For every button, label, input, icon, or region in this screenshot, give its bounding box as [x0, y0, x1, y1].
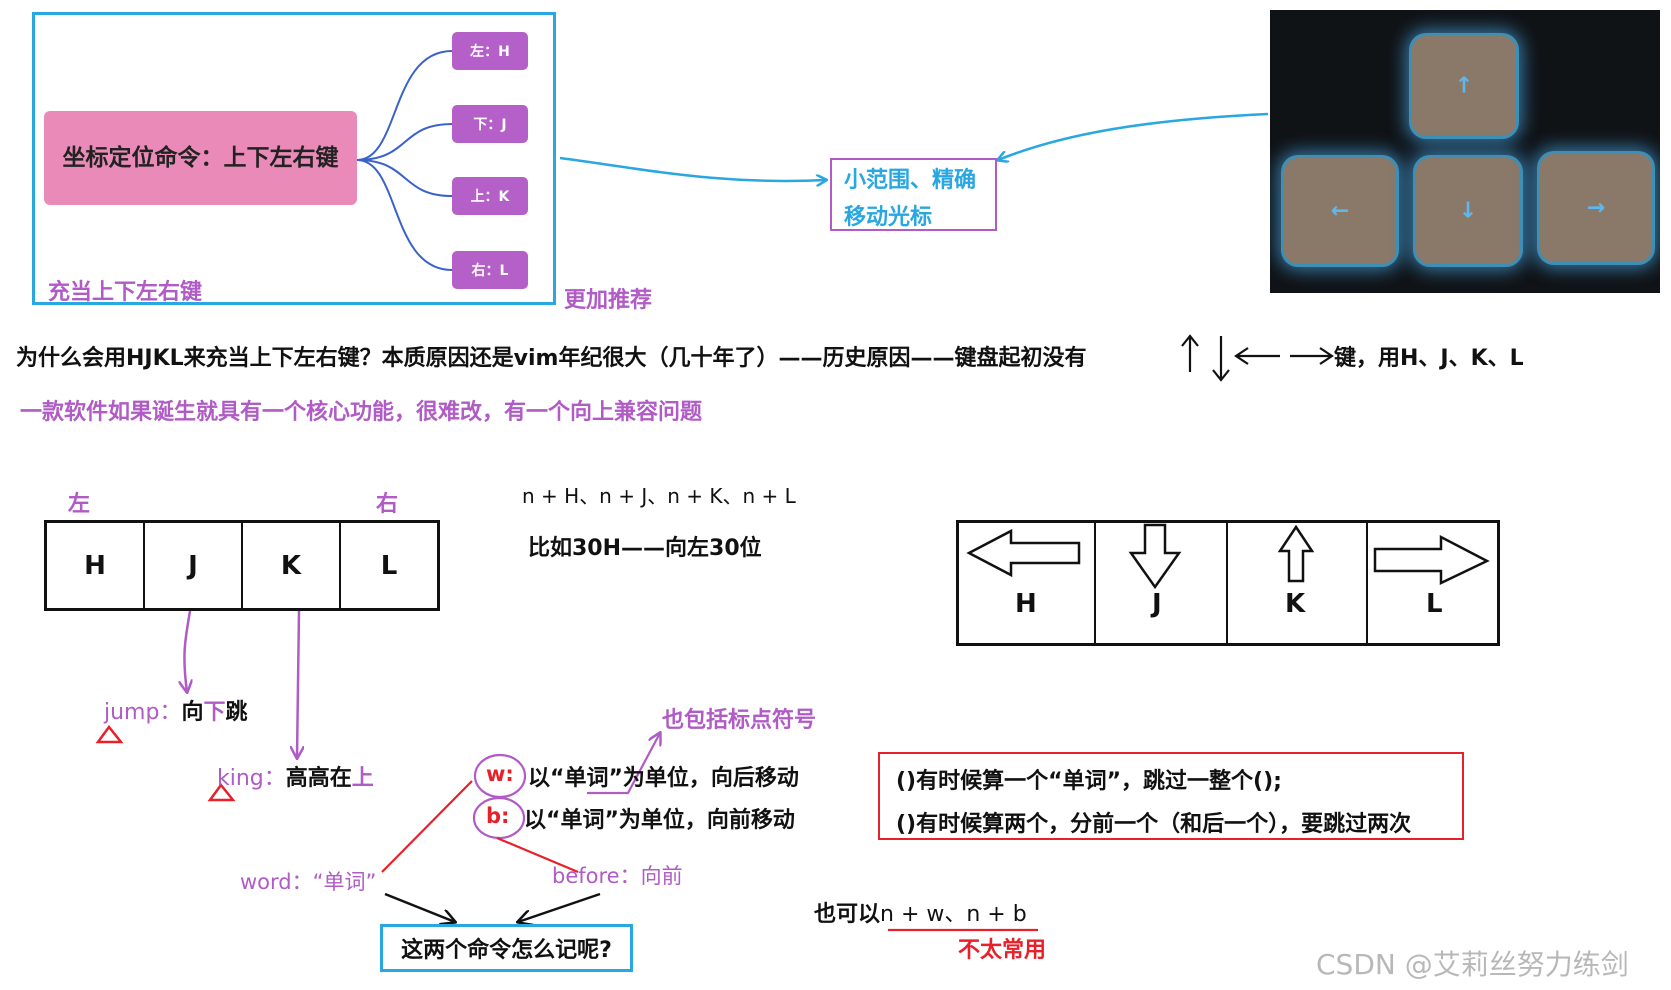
mindmap-leaf-up: 上：K	[452, 177, 528, 215]
count-words-line: 也可以n + w、n + b	[814, 896, 1027, 928]
range-box: 小范围、精确 移动光标	[830, 158, 997, 231]
arrow-table-j: J	[1152, 589, 1162, 619]
mindmap-root: 坐标定位命令：上下左右键	[44, 111, 357, 205]
arrow-k-to-king	[297, 611, 299, 758]
king-meaning-1: 高高在	[286, 766, 352, 791]
arrow-left-icon: ←	[1284, 199, 1396, 224]
hjkl-key-j: J	[145, 523, 243, 608]
compat-line: 一款软件如果诞生就具有一个核心功能，很难改，有一个向上兼容问题	[20, 394, 702, 426]
hjkl-key-row: H J K L	[44, 520, 440, 611]
arrow-right-icon: →	[1540, 196, 1652, 221]
arrow-table-k: K	[1285, 589, 1305, 619]
mindmap-caption: 充当上下左右键	[48, 274, 202, 306]
why-line: 为什么会用HJKL来充当上下左右键？本质原因还是vim年纪很大（几十年了）——历…	[16, 340, 1086, 372]
before-label: before：向前	[552, 860, 683, 890]
king-word: king：	[217, 766, 286, 791]
hjkl-key-k: K	[243, 523, 341, 608]
jump-meaning-1: 向	[181, 700, 203, 725]
arrow-photo-to-range	[998, 114, 1268, 160]
punct-note: 也包括标点符号	[662, 702, 816, 734]
key-up: ↑	[1412, 36, 1516, 136]
w-description: 以“单词”为单位，向后移动	[528, 760, 799, 792]
why-line-tail: 键，用H、J、K、L	[1334, 340, 1524, 372]
king-mnemonic: king：高高在上	[217, 760, 374, 792]
down-arrow-icon	[1131, 525, 1179, 587]
recommend-label: 更加推荐	[564, 282, 652, 314]
mindmap-leaf-left: 左：H	[452, 32, 528, 70]
hjkl-right-label: 右	[376, 486, 398, 518]
hjkl-key-l: L	[341, 523, 437, 608]
up-arrow-icon	[1280, 527, 1312, 581]
paren-note-line-2: ()有时候算两个，分前一个（和后一个），要跳过两次	[896, 803, 1446, 846]
count-prefix-line: n + H、n + J、n + K、n + L	[522, 480, 796, 509]
count-words-commands: n + w、n + b	[880, 902, 1027, 927]
arrow-up-icon: ↑	[1412, 74, 1516, 99]
key-left: ←	[1284, 158, 1396, 264]
count-words-prefix: 也可以	[814, 902, 880, 927]
jump-meaning-2: 下	[203, 700, 225, 725]
mindmap-leaf-right: 右：L	[452, 251, 528, 289]
arrow-mindmap-to-range	[560, 158, 826, 181]
jump-mnemonic: jump：向下跳	[104, 694, 248, 726]
jump-meaning-3: 跳	[225, 700, 247, 725]
mindmap-leaf-down: 下：J	[452, 105, 528, 143]
word-label: word：“单词”	[240, 866, 376, 896]
hjkl-key-h: H	[47, 523, 145, 608]
rarely-used-label: 不太常用	[958, 932, 1046, 964]
paren-note-line-1: ()有时候算一个“单词”，跳过一整个();	[896, 760, 1446, 803]
jump-word: jump：	[104, 700, 181, 725]
b-key: b:	[486, 804, 509, 828]
king-meaning-2: 上	[352, 766, 374, 791]
range-line-2: 移动光标	[844, 199, 983, 236]
key-right: →	[1540, 154, 1652, 262]
b-description: 以“单词”为单位，向前移动	[524, 802, 795, 834]
arrow-key-table: H J K L	[956, 520, 1500, 646]
watermark: CSDN @艾莉丝努力练剑	[1316, 943, 1629, 983]
arrow-table-l: L	[1426, 589, 1443, 619]
keyboard-photo: ↑ ← ↓ →	[1270, 10, 1660, 293]
arrow-down-icon: ↓	[1416, 199, 1520, 224]
hjkl-left-label: 左	[68, 486, 90, 518]
range-line-1: 小范围、精确	[844, 162, 983, 199]
right-arrow-icon	[1375, 537, 1487, 583]
arrow-j-to-jump	[184, 611, 190, 692]
arrow-table-h: H	[1015, 589, 1037, 619]
paren-note-box: ()有时候算一个“单词”，跳过一整个(); ()有时候算两个，分前一个（和后一个…	[878, 752, 1464, 840]
count-example: 比如30H——向左30位	[528, 530, 762, 562]
w-key: w:	[486, 762, 514, 786]
why-line-arrows	[1182, 336, 1332, 380]
arrow-table-drawing	[959, 523, 1497, 643]
left-arrow-icon	[969, 531, 1079, 575]
jump-marker-icon	[98, 727, 121, 742]
remember-box: 这两个命令怎么记呢?	[380, 924, 633, 972]
key-down: ↓	[1416, 158, 1520, 264]
